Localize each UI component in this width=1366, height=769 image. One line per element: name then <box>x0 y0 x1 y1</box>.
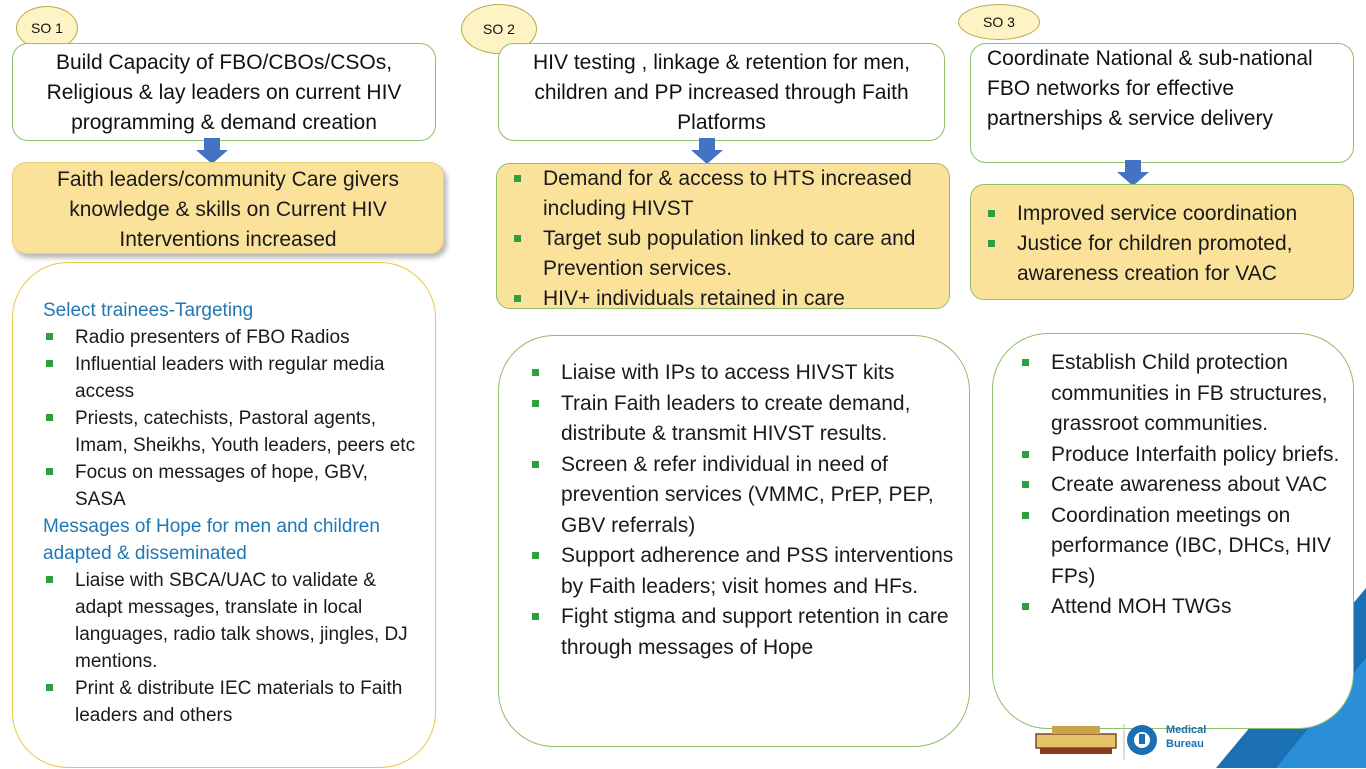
so2-results: Demand for & access to HTS increased inc… <box>496 163 950 310</box>
list-item: Justice for children promoted, awareness… <box>985 229 1343 289</box>
list-item: Produce Interfaith policy briefs. <box>1019 440 1345 471</box>
list-item: Focus on messages of hope, GBV, SASA <box>43 459 421 513</box>
list-item: Liaise with IPs to access HIVST kits <box>529 358 955 389</box>
list-item: Print & distribute IEC materials to Fait… <box>43 675 421 729</box>
so1-activities: Select trainees-Targeting Radio presente… <box>12 262 436 768</box>
list-item: Radio presenters of FBO Radios <box>43 324 421 351</box>
list-item: Priests, catechists, Pastoral agents, Im… <box>43 405 421 459</box>
so1-result-text: Faith leaders/community Care givers know… <box>57 168 399 251</box>
so3-results-list: Improved service coordination Justice fo… <box>985 199 1343 289</box>
list-item: Fight stigma and support retention in ca… <box>529 602 955 663</box>
list-item: Attend MOH TWGs <box>1019 592 1345 623</box>
so2-activities-list: Liaise with IPs to access HIVST kits Tra… <box>529 358 955 663</box>
list-item: Establish Child protection communities i… <box>1019 348 1345 440</box>
list-item: Train Faith leaders to create demand, di… <box>529 389 955 450</box>
so3-activities-list: Establish Child protection communities i… <box>1019 348 1345 623</box>
so1-section1-title: Select trainees-Targeting <box>43 300 254 321</box>
list-item: Support adherence and PSS interventions … <box>529 541 955 602</box>
logo-text-line1: Medical <box>1166 724 1207 736</box>
so2-activities: Liaise with IPs to access HIVST kits Tra… <box>498 335 970 747</box>
so1-section1-list: Radio presenters of FBO Radios Influenti… <box>43 324 421 513</box>
list-item: Screen & refer individual in need of pre… <box>529 450 955 542</box>
so1-result: Faith leaders/community Care givers know… <box>12 162 444 254</box>
partner-logos-icon <box>1035 724 1157 760</box>
list-item: Create awareness about VAC <box>1019 470 1345 501</box>
logo-text-line2: Bureau <box>1166 738 1204 750</box>
so1-objective: Build Capacity of FBO/CBOs/CSOs, Religio… <box>12 43 436 141</box>
list-item: Demand for & access to HTS increased inc… <box>511 164 939 224</box>
so3-results: Improved service coordination Justice fo… <box>970 184 1354 300</box>
list-item: HIV+ individuals retained in care <box>511 284 939 314</box>
list-item: Coordination meetings on performance (IB… <box>1019 501 1345 593</box>
so3-tag: SO 3 <box>958 4 1040 40</box>
list-item: Improved service coordination <box>985 199 1343 229</box>
so1-section2-title: Messages of Hope for men and children ad… <box>43 516 380 564</box>
so3-arrow-icon <box>1117 160 1149 186</box>
so1-section2-list: Liaise with SBCA/UAC to validate & adapt… <box>43 567 421 729</box>
list-item: Liaise with SBCA/UAC to validate & adapt… <box>43 567 421 675</box>
list-item: Influential leaders with regular media a… <box>43 351 421 405</box>
so3-activities: Establish Child protection communities i… <box>992 333 1354 729</box>
logos: Medical Bureau <box>1032 722 1232 762</box>
list-item: Target sub population linked to care and… <box>511 224 939 284</box>
so1-arrow-icon <box>196 138 228 164</box>
so2-objective: HIV testing , linkage & retention for me… <box>498 43 945 141</box>
so2-arrow-icon <box>691 138 723 164</box>
so2-results-list: Demand for & access to HTS increased inc… <box>511 164 939 314</box>
so3-objective: Coordinate National & sub-national FBO n… <box>970 43 1354 163</box>
